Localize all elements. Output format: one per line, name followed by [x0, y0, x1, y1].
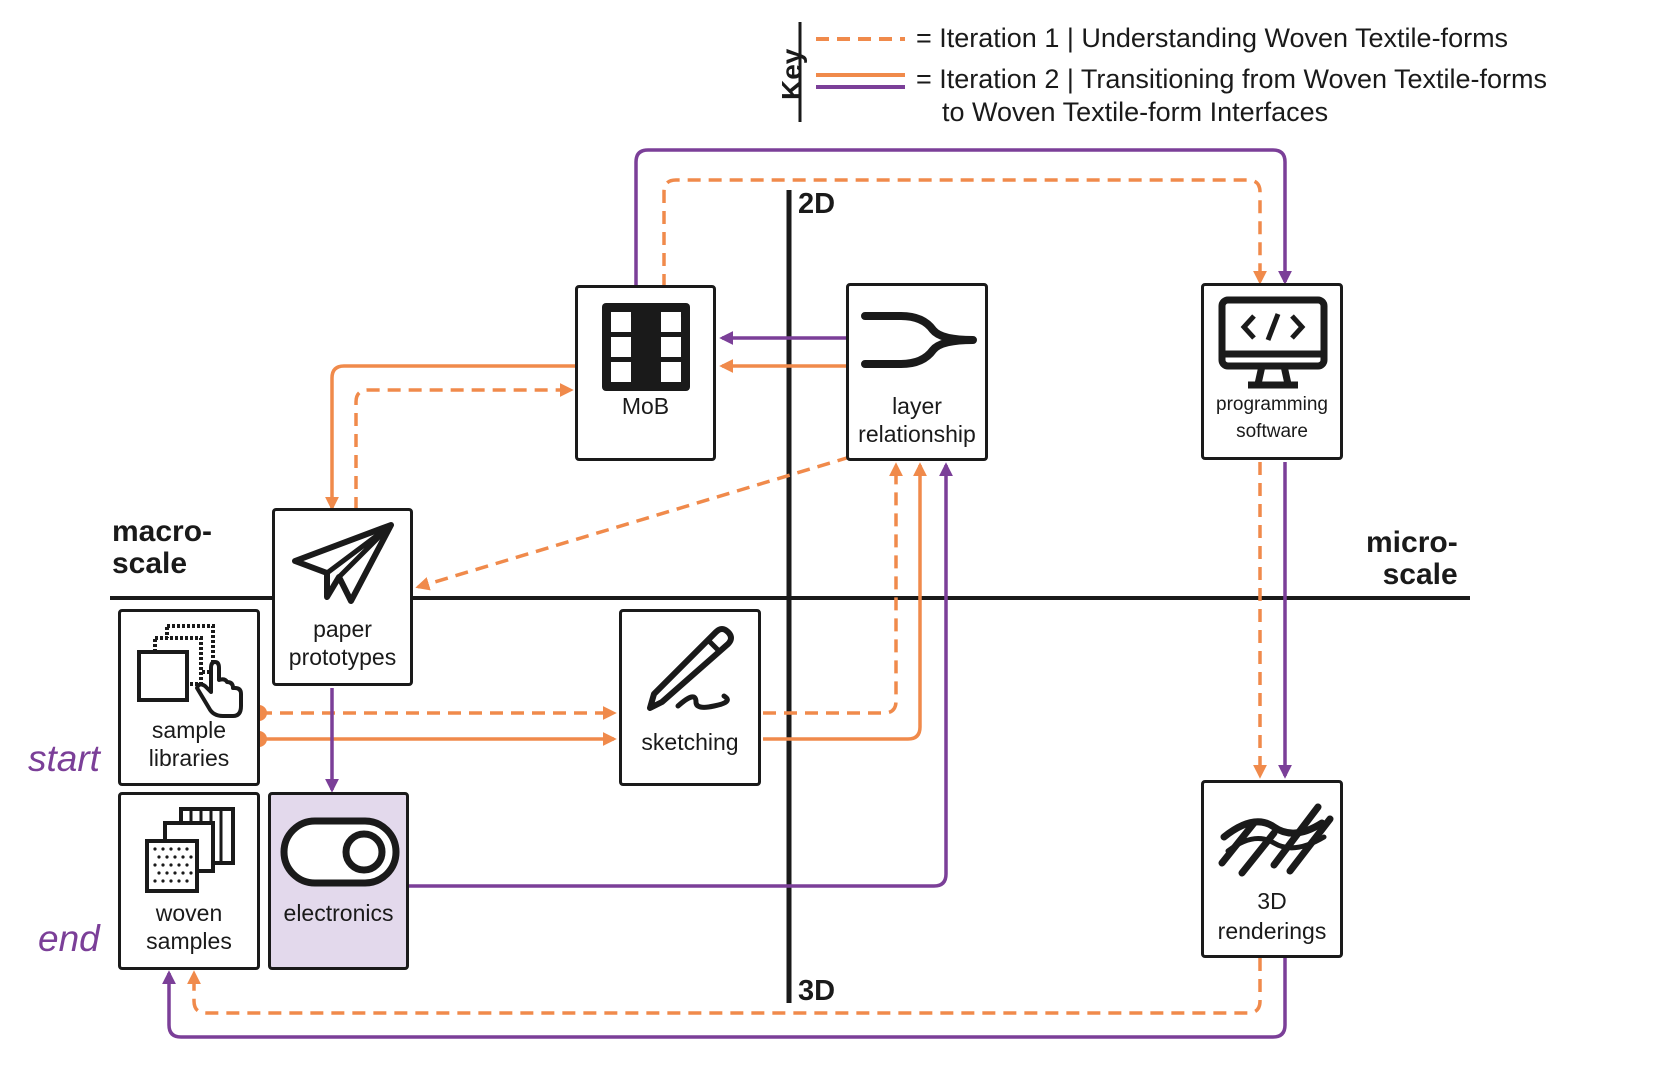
micro-scale-label: micro- scale	[1366, 527, 1458, 591]
node-programming-label-line2: software	[1236, 421, 1308, 442]
macro-scale-label: macro- scale	[112, 516, 212, 580]
paper-plane-icon	[292, 522, 394, 604]
node-electronics-label: electronics	[283, 900, 394, 926]
macro-scale-line1: macro-	[112, 515, 213, 548]
node-woven-label-line1: woven	[155, 900, 223, 926]
node-sample-label-line1: sample	[151, 717, 227, 743]
arrow-layer-to-paper-iter1	[415, 455, 851, 591]
legend-iteration2-label-line2: to Woven Textile-form Interfaces	[942, 97, 1329, 127]
node-programming-label-line1: programming	[1216, 394, 1328, 415]
node-3d-renderings[interactable]: 3D renderings	[1201, 780, 1343, 958]
arrow-mob-to-programming-iter1	[662, 178, 1267, 287]
legend-iteration2-label-line1: = Iteration 2 | Transitioning from Woven…	[916, 64, 1548, 94]
threads-icon	[1218, 803, 1334, 877]
node-mob-label: MoB	[621, 393, 670, 419]
node-sample-label-line2: libraries	[148, 745, 230, 771]
toggle-switch-icon	[280, 817, 400, 887]
macro-scale-line2: scale	[112, 547, 188, 580]
arrow-mob-to-paper-iter2	[325, 364, 577, 511]
node-programming-software[interactable]: programming software	[1201, 283, 1343, 460]
woven-swatch-icon	[145, 807, 235, 893]
node-woven-label-line2: samples	[146, 928, 232, 954]
node-electronics[interactable]: electronics	[268, 792, 409, 970]
axis-2d-label: 2D	[798, 188, 836, 220]
arrow-sketching-to-layer-iter2	[763, 462, 927, 741]
arrow-mob-to-programming-iter2	[634, 148, 1292, 287]
swatch-hand-icon	[137, 624, 243, 718]
node-mob[interactable]: MoB	[575, 285, 716, 461]
arrow-renderings-to-woven-iter1	[187, 958, 1262, 1015]
node-paper-label-line1: paper	[313, 616, 372, 642]
node-paper-label-line2: prototypes	[288, 644, 397, 670]
start-label: start	[28, 738, 100, 779]
arrow-renderings-to-woven-iter2	[162, 958, 1287, 1039]
pencil-icon	[647, 626, 734, 711]
layer-merge-icon	[861, 312, 977, 368]
node-renderings-label-line2: renderings	[1217, 918, 1327, 944]
node-layer-label-line2: relationship	[858, 421, 976, 447]
legend-title: Key	[776, 48, 807, 100]
micro-scale-line1: micro-	[1366, 526, 1458, 559]
arrow-paper-to-mob-iter1	[354, 383, 574, 510]
mob-grid-icon	[602, 303, 690, 391]
arrow-sketching-to-layer-iter1	[763, 462, 903, 715]
node-layer-relationship[interactable]: layer relationship	[846, 283, 988, 461]
node-renderings-label-line1: 3D	[1257, 888, 1287, 914]
node-sample-libraries[interactable]: sample libraries	[118, 609, 260, 786]
node-sketching[interactable]: sketching	[619, 609, 761, 786]
micro-scale-line2: scale	[1382, 558, 1458, 591]
end-label: end	[38, 918, 100, 959]
node-woven-samples[interactable]: woven samples	[118, 792, 260, 970]
legend-iteration1-label: = Iteration 1 | Understanding Woven Text…	[916, 23, 1509, 53]
arrow-electronics-to-layer-iter2	[408, 462, 953, 888]
node-sketching-label: sketching	[641, 729, 739, 755]
node-paper-prototypes[interactable]: paper prototypes	[272, 508, 413, 686]
node-layer-label-line1: layer	[892, 393, 942, 419]
code-monitor-icon	[1218, 296, 1328, 389]
axis-3d-label: 3D	[798, 975, 836, 1007]
